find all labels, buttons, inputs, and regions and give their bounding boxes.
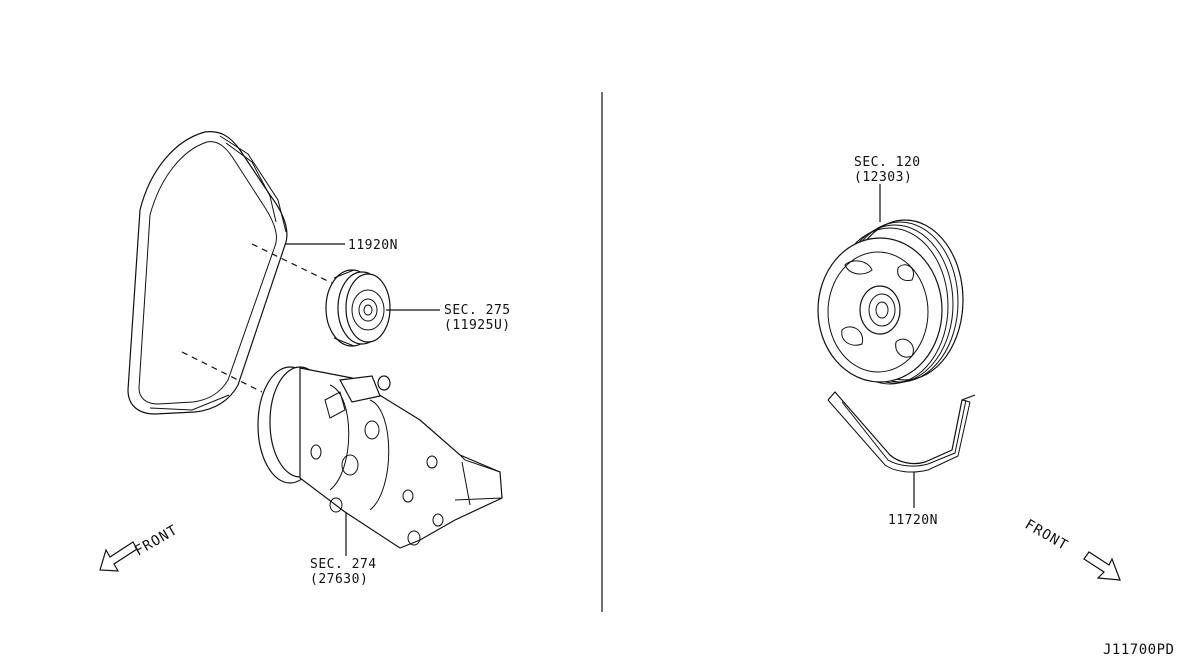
idler-sec-label: SEC. 275	[444, 303, 511, 318]
crank-sec-label: SEC. 120	[854, 155, 921, 170]
crankshaft-pulley[interactable]	[817, 219, 964, 385]
front-arrow-left-icon	[99, 541, 138, 572]
diagram-code: J11700PD	[1103, 642, 1174, 658]
compressor-alignment-dash	[181, 351, 263, 393]
front-label-right: FRONT	[1022, 517, 1071, 554]
drive-belt-11920n[interactable]	[127, 131, 288, 415]
crank-part-label: (12303)	[854, 170, 912, 185]
belt-label: 11920N	[348, 238, 398, 253]
compressor-sec-label: SEC. 274	[310, 557, 377, 572]
front-label-left: FRONT	[132, 522, 181, 559]
idler-alignment-dash	[251, 243, 339, 287]
compressor-part-label: (27630)	[310, 572, 368, 587]
idler-pulley[interactable]	[325, 269, 391, 347]
belt-2-label: 11720N	[888, 513, 938, 528]
drive-belt-11720n[interactable]	[827, 391, 976, 473]
idler-part-label: (11925U)	[444, 318, 511, 333]
ac-compressor[interactable]	[257, 366, 503, 549]
front-arrow-right-icon	[1083, 551, 1121, 581]
